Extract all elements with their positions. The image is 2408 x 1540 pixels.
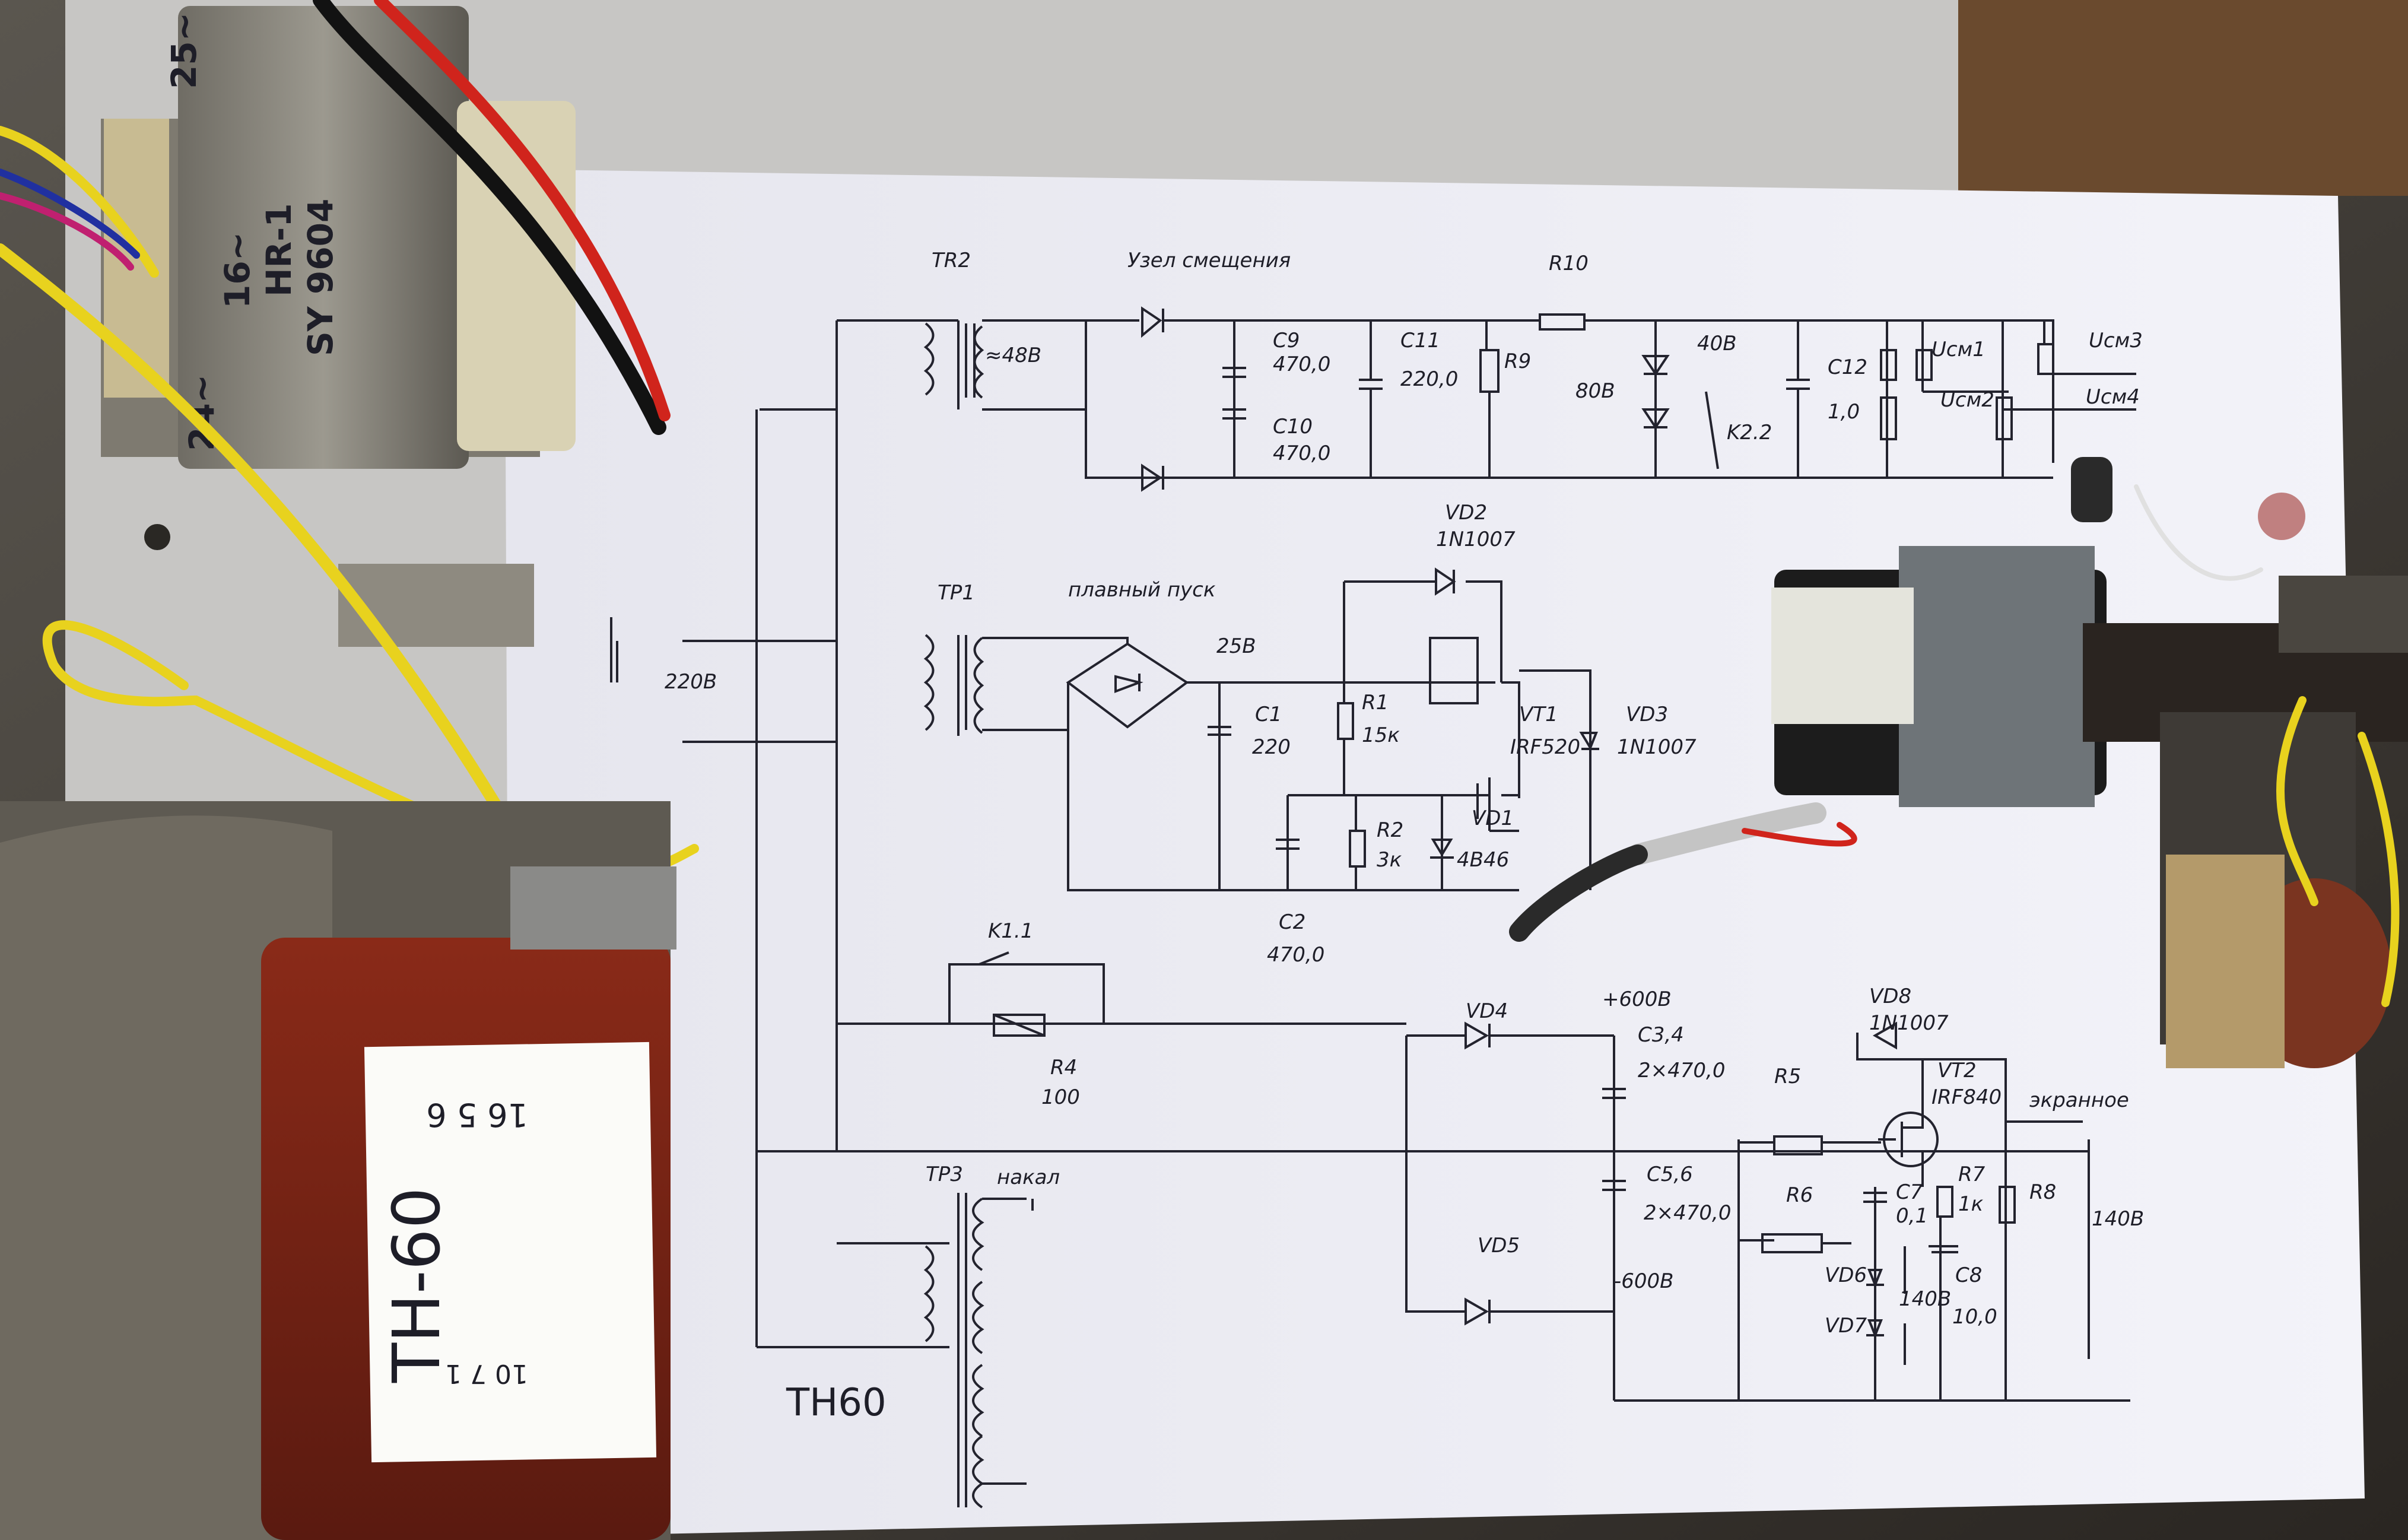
label-r2-value: 3к	[1377, 848, 1402, 872]
relay-block	[1771, 457, 2408, 1068]
label-nakal: накал	[997, 1166, 1060, 1189]
label-tr1: TP1	[938, 581, 975, 605]
label-r7: R7	[1958, 1163, 1986, 1186]
small-transformer-label-16: 16~	[217, 232, 258, 309]
label-vd6: VD6	[1825, 1263, 1867, 1287]
small-transformer-label-sy: SY 9604	[300, 199, 341, 356]
label-minus600: -600В	[1614, 1269, 1674, 1293]
label-c12: C12	[1828, 355, 1867, 379]
schematic-labels: TR2 Узел смещения R10 ≈48В C9 470,0 C10 …	[665, 249, 2144, 1425]
label-vd8: VD8	[1869, 985, 1911, 1008]
label-c56-value: 2×470,0	[1644, 1201, 1731, 1225]
label-tr3: TP3	[926, 1163, 963, 1186]
label-k22: K2.2	[1727, 421, 1772, 444]
label-c8-value: 10,0	[1952, 1305, 1997, 1329]
label-c34: C3,4	[1638, 1023, 1684, 1047]
label-r5: R5	[1774, 1065, 1801, 1088]
label-tr2: TR2	[932, 249, 971, 272]
label-vd8-value: 1N1007	[1869, 1011, 1949, 1035]
relay-wires	[1509, 484, 2400, 1007]
label-r2: R2	[1377, 818, 1403, 842]
label-uzel: Узел смещения	[1127, 249, 1291, 272]
label-220v: 220В	[665, 670, 717, 694]
label-th60: TH60	[786, 1381, 887, 1425]
label-c34-value: 2×470,0	[1638, 1059, 1725, 1082]
label-r7-value: 1к	[1958, 1192, 1984, 1216]
wood-surface	[1958, 0, 2408, 196]
label-vd5: VD5	[1478, 1234, 1520, 1258]
schematic-drawing	[610, 306, 2136, 1509]
label-48v: ≈48В	[985, 344, 1041, 367]
big-transformer-pins-bottom: 10 7 1	[445, 1358, 528, 1389]
label-r1: R1	[1362, 691, 1389, 715]
label-c2-value: 470,0	[1267, 943, 1324, 967]
label-vd3-value: 1N1007	[1617, 735, 1697, 759]
label-c11-value: 220,0	[1400, 367, 1458, 391]
big-transformer-label: TH-60	[379, 1187, 455, 1383]
label-ekran: экранное	[2029, 1088, 2129, 1112]
label-c8: C8	[1955, 1263, 1982, 1287]
label-r4: R4	[1050, 1056, 1077, 1079]
label-c2: C2	[1279, 910, 1305, 934]
big-transformer-pins-top: 16 5 6	[426, 1096, 528, 1133]
label-r4-value: 100	[1041, 1085, 1080, 1109]
label-c1: C1	[1255, 703, 1282, 726]
label-vd3: VD3	[1626, 703, 1668, 726]
label-vd4: VD4	[1466, 999, 1508, 1023]
label-r9: R9	[1504, 350, 1531, 373]
label-r1-value: 15к	[1362, 723, 1400, 747]
label-vd1: VD1	[1472, 806, 1514, 830]
label-plavny: плавный пуск	[1068, 578, 1216, 602]
label-140v-b: 140В	[1899, 1287, 1951, 1311]
label-25v: 25В	[1216, 634, 1256, 658]
label-vd1-value: 4В46	[1457, 848, 1509, 872]
label-c7-value: 0,1	[1896, 1204, 1928, 1228]
label-ucm3: Uсм3	[2089, 329, 2143, 353]
label-40v: 40В	[1697, 332, 1737, 355]
label-vd2: VD2	[1445, 501, 1487, 525]
label-c12-value: 1,0	[1828, 400, 1860, 424]
label-ucm1: Uсм1	[1932, 338, 1986, 361]
label-plus600: +600В	[1602, 987, 1672, 1011]
label-80v: 80В	[1575, 379, 1615, 403]
label-vd2-value: 1N1007	[1436, 528, 1516, 551]
label-c10-value: 470,0	[1273, 442, 1330, 465]
label-c9-value: 470,0	[1273, 353, 1330, 376]
schematic-paper	[504, 169, 2365, 1537]
label-c9: C9	[1273, 329, 1300, 353]
label-vd7: VD7	[1825, 1314, 1867, 1338]
label-vt2: VT2	[1937, 1059, 1977, 1082]
label-ucm4: Uсм4	[2086, 385, 2140, 409]
label-k11: K1.1	[988, 919, 1033, 943]
label-r8: R8	[2029, 1180, 2056, 1204]
label-c1-value: 220	[1252, 735, 1291, 759]
label-c10: C10	[1273, 415, 1313, 439]
label-vt1: VT1	[1519, 703, 1558, 726]
small-transformer-label-25: 25~	[164, 12, 204, 89]
label-c11: C11	[1400, 329, 1440, 353]
label-c56: C5,6	[1647, 1163, 1693, 1186]
label-c7: C7	[1896, 1180, 1923, 1204]
small-transformer-label-hr1: HR-1	[259, 203, 299, 297]
label-r10: R10	[1549, 252, 1589, 275]
big-transformer: TH-60 16 5 6 10 7 1	[0, 801, 676, 1540]
label-vt1-value: IRF520	[1510, 735, 1580, 759]
label-r6: R6	[1786, 1183, 1813, 1207]
label-ucm2: Uсм2	[1940, 388, 1994, 412]
label-vt2-value: IRF840	[1932, 1085, 2002, 1109]
label-140v-a: 140В	[2092, 1207, 2144, 1231]
